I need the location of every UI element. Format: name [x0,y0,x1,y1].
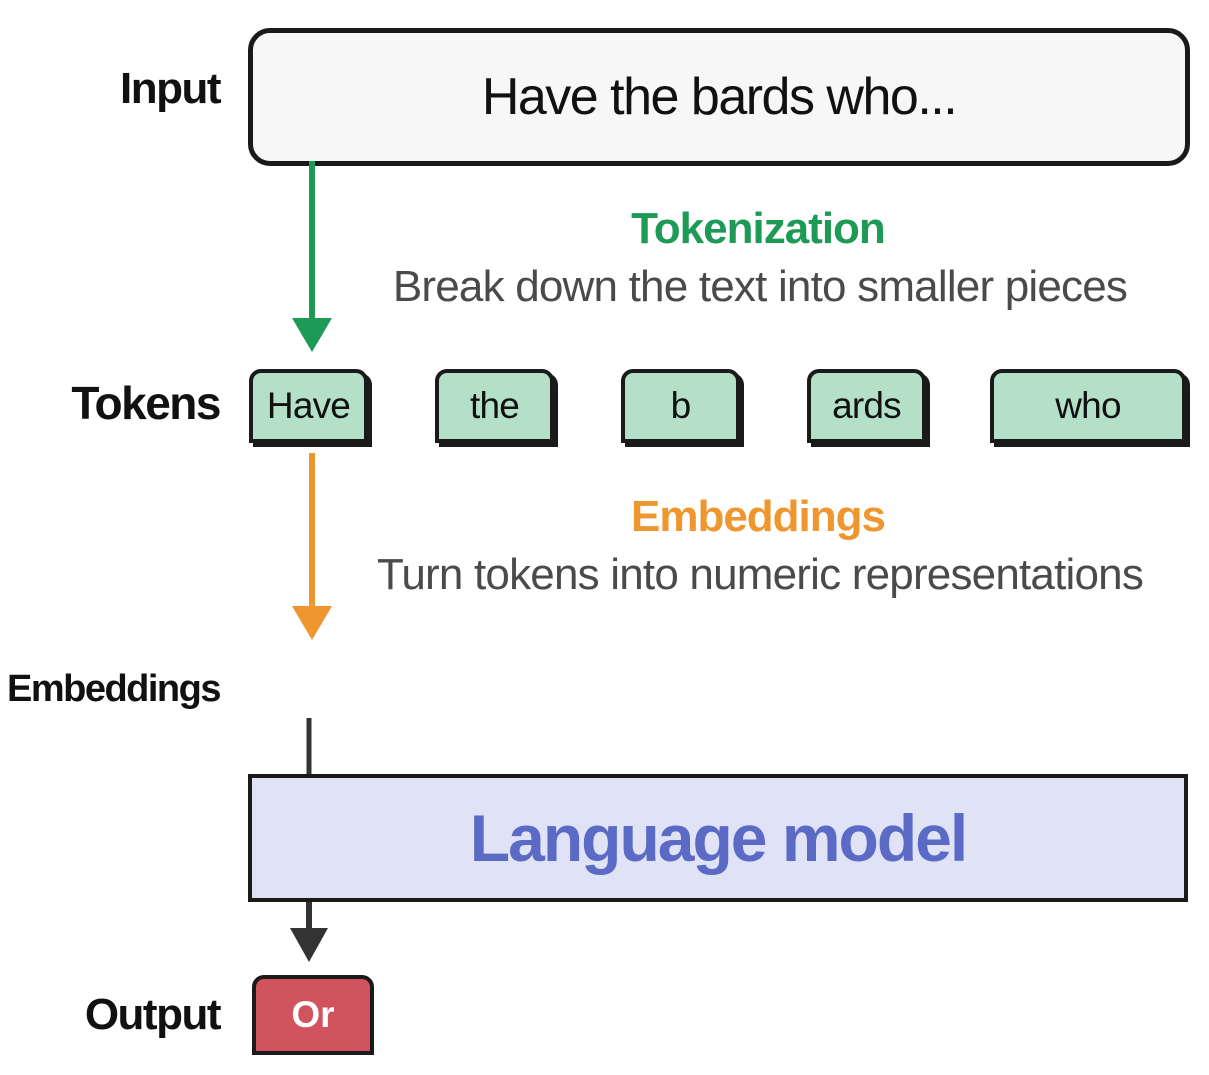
token-b: b [621,369,740,443]
label-tokens: Tokens [71,377,221,429]
embeddings-arrow-head [292,606,332,640]
output-token-label: Or [291,994,335,1035]
output-arrow-head [290,928,328,962]
tokenization-description: Break down the text into smaller pieces [392,262,1128,311]
token-have: Have [249,369,368,443]
token-the: the [435,369,554,443]
label-output: Output [84,990,222,1039]
output-token: Or [252,975,374,1055]
token-label: the [469,385,520,426]
input-text-box: Have the bards who... [248,28,1190,166]
token-label: b [670,385,692,426]
tokenization-title: Tokenization [631,204,886,253]
label-input: Input [119,64,222,113]
input-text: Have the bards who... [481,68,958,126]
token-label: who [1055,385,1121,426]
embeddings-title: Embeddings [630,492,886,541]
token-label: ards [832,385,902,426]
embeddings-description: Turn tokens into numeric representations [376,550,1144,599]
token-who: who [990,369,1186,443]
token-ards: ards [807,369,926,443]
language-model-box: Language model [248,774,1188,902]
language-model-label: Language model [469,801,968,875]
token-label: Have [266,385,351,426]
label-embeddings: Embeddings [6,668,222,710]
tokenization-arrow-head [292,318,332,352]
